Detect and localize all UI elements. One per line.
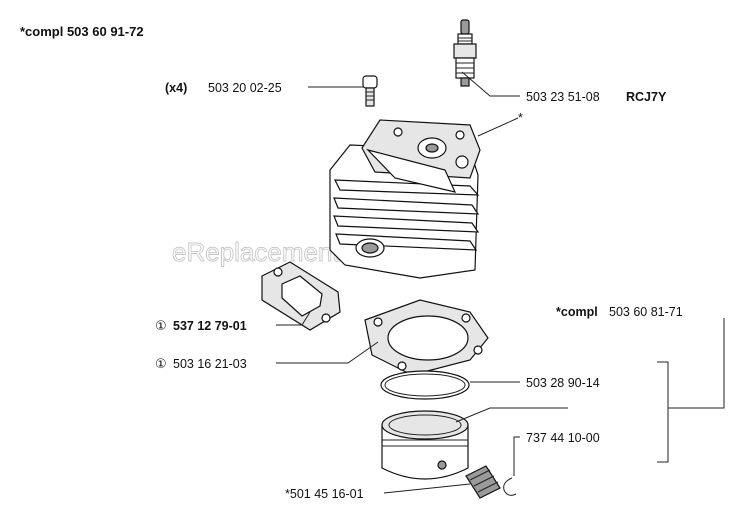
spark-plug-part-label: 503 23 51-08 [526, 90, 600, 104]
compl-piston-label: *compl [556, 305, 598, 319]
piston-ring-icon [380, 370, 470, 400]
cylinder-icon [329, 119, 481, 279]
bolt-part-label: 503 20 02-25 [208, 81, 282, 95]
gasket1-part-label: 537 12 79-01 [173, 319, 247, 333]
ring-part-label: 503 28 90-14 [526, 376, 600, 390]
circlip-icon [503, 477, 517, 496]
circlip-part-label: 737 44 10-00 [526, 431, 600, 445]
bolt-icon [362, 75, 378, 107]
gasket2-marker: ① [155, 357, 167, 372]
bolt-qty-label: (x4) [165, 81, 187, 95]
piston-pin-icon [465, 465, 501, 499]
spark-plug-model-label: RCJ7Y [626, 90, 667, 104]
leader-lines [276, 71, 725, 494]
cylinder-asterisk-label: * [518, 111, 523, 125]
gasket2-part-label: 503 16 21-03 [173, 357, 247, 371]
base-gasket-icon [364, 299, 489, 376]
pin-part-label: *501 45 16-01 [285, 487, 364, 501]
spark-plug-icon [453, 19, 477, 87]
gasket1-marker: ① [155, 319, 167, 334]
intake-gasket-icon [261, 261, 341, 331]
piston-icon [381, 410, 469, 480]
compl-piston-part-label: 503 60 81-71 [609, 305, 683, 319]
compl-top-label: *compl 503 60 91-72 [20, 24, 144, 39]
